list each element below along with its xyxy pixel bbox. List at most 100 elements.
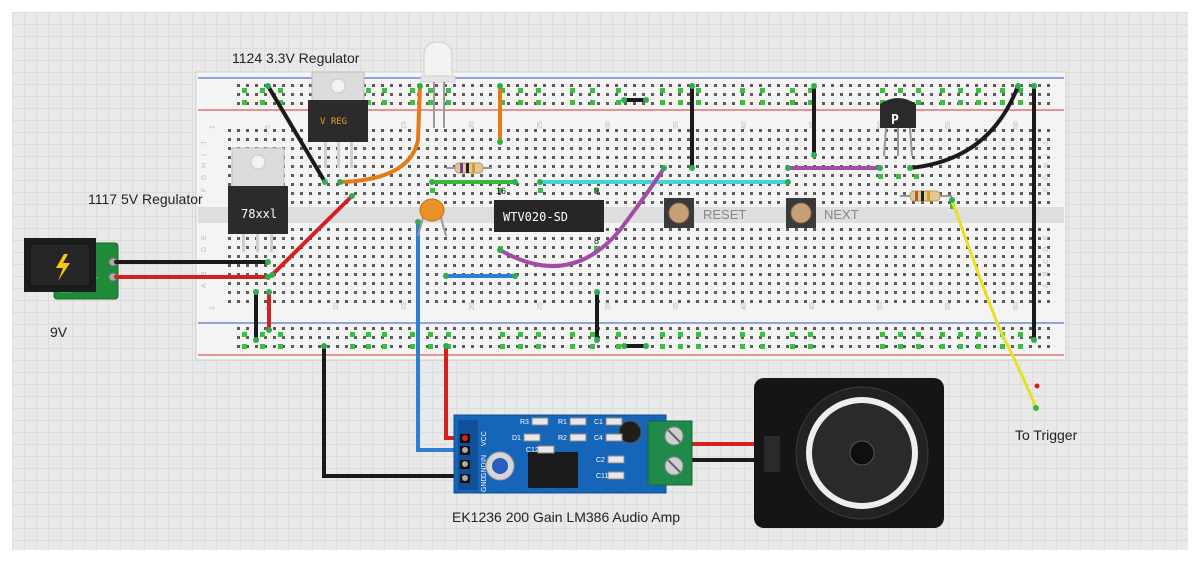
- regulator-5v[interactable]: 78xxl: [228, 147, 288, 252]
- amp-pin-label: GND: [481, 462, 488, 478]
- connection-marker: [410, 100, 415, 105]
- wire-black-amp-gnd[interactable]: [322, 344, 472, 478]
- next-button-cap: [790, 202, 812, 224]
- column-number: 20: [469, 121, 476, 129]
- connection-marker: [916, 100, 921, 105]
- wire-black-reg33[interactable]: [266, 84, 327, 184]
- connection-marker: [940, 100, 945, 105]
- connection-marker: [898, 88, 903, 93]
- wire-endpoint: [266, 327, 272, 333]
- smd-component: [537, 445, 555, 454]
- resistor-2[interactable]: [900, 190, 952, 202]
- smd-component: [569, 417, 587, 426]
- smd-label: C12: [526, 447, 539, 454]
- regulator-33v[interactable]: V REG: [308, 71, 368, 168]
- wire-endpoint: [265, 83, 271, 89]
- reset-button[interactable]: RESET: [664, 198, 746, 228]
- bottom-terminal-holes: [222, 225, 1056, 303]
- reset-label: RESET: [703, 207, 746, 222]
- speaker[interactable]: [754, 378, 944, 528]
- wire-endpoint: [253, 337, 259, 343]
- resistor-1[interactable]: [446, 162, 492, 174]
- connection-marker: [696, 88, 701, 93]
- connection-marker: [958, 88, 963, 93]
- connection-marker: [898, 344, 903, 349]
- smd-label: R1: [558, 419, 567, 426]
- wire-endpoint: [429, 179, 435, 185]
- wire-blue-amp-in[interactable]: [416, 220, 472, 452]
- row-letter: F: [201, 188, 208, 192]
- transistor-body: [880, 98, 916, 128]
- row-letter: B: [201, 271, 208, 276]
- column-number: 60: [1013, 121, 1020, 129]
- connection-marker: [696, 100, 701, 105]
- connection-marker: [940, 332, 945, 337]
- wire-endpoint: [594, 337, 600, 343]
- wire-endpoint: [269, 272, 275, 278]
- wire-endpoint: [643, 343, 649, 349]
- connection-marker: [500, 332, 505, 337]
- connection-marker: [410, 332, 415, 337]
- connection-marker: [278, 100, 283, 105]
- next-button[interactable]: NEXT: [786, 198, 859, 228]
- wire-endpoint: [661, 165, 667, 171]
- wire-endpoint: [689, 165, 695, 171]
- row-letter: J: [1043, 142, 1050, 146]
- wire-endpoint: [877, 165, 883, 171]
- smd-label: D1: [512, 435, 521, 442]
- row-letter: I: [201, 154, 208, 156]
- connection-marker: [678, 332, 683, 337]
- connection-marker: [518, 100, 523, 105]
- connection-marker: [428, 332, 433, 337]
- wire-red-reg[interactable]: [270, 194, 354, 277]
- sound-module[interactable]: WTV020-SD 16 9 8: [494, 186, 604, 246]
- connection-marker: [382, 88, 387, 93]
- led[interactable]: [420, 41, 456, 128]
- connection-marker: [428, 88, 433, 93]
- connection-marker: [500, 344, 505, 349]
- transistor[interactable]: P: [880, 98, 916, 157]
- smd-component: [605, 417, 623, 426]
- wire-purple-curve[interactable]: [498, 166, 666, 268]
- connection-markers: [242, 88, 1023, 349]
- connection-marker: [976, 332, 981, 337]
- connection-marker: [1018, 332, 1023, 337]
- connection-marker: [446, 100, 451, 105]
- dc-jack[interactable]: [24, 238, 119, 300]
- connection-marker: [950, 204, 955, 209]
- wire-endpoint: [497, 139, 503, 145]
- wire-endpoint: [265, 259, 271, 265]
- connection-marker: [916, 344, 921, 349]
- wire-endpoint: [1031, 337, 1037, 343]
- connection-marker: [260, 88, 265, 93]
- wire-endpoint: [512, 179, 518, 185]
- connection-marker: [916, 332, 921, 337]
- wire-endpoint: [321, 343, 327, 349]
- wire-black-curve[interactable]: [908, 84, 1020, 170]
- connection-marker: [760, 88, 765, 93]
- column-number: 35: [673, 121, 680, 129]
- amp-pin-label: GND: [481, 476, 488, 492]
- column-number: 55: [945, 121, 952, 129]
- connection-marker: [958, 344, 963, 349]
- capacitor[interactable]: [417, 198, 447, 237]
- row-letter: F: [1043, 188, 1050, 192]
- wire-orange-33v[interactable]: [338, 84, 422, 184]
- connection-marker: [790, 344, 795, 349]
- wire-endpoint: [497, 247, 503, 253]
- wire-yellow-trigger[interactable]: [950, 198, 1038, 410]
- connection-marker: [880, 88, 885, 93]
- connection-marker: [366, 88, 371, 93]
- connection-marker: [1018, 88, 1023, 93]
- row-letter: B: [1043, 271, 1050, 276]
- smd-component: [607, 471, 625, 480]
- connection-marker: [740, 332, 745, 337]
- lm386-chip: [528, 452, 578, 488]
- connection-marker: [678, 88, 683, 93]
- connection-marker: [790, 88, 795, 93]
- column-number: 15: [401, 121, 408, 129]
